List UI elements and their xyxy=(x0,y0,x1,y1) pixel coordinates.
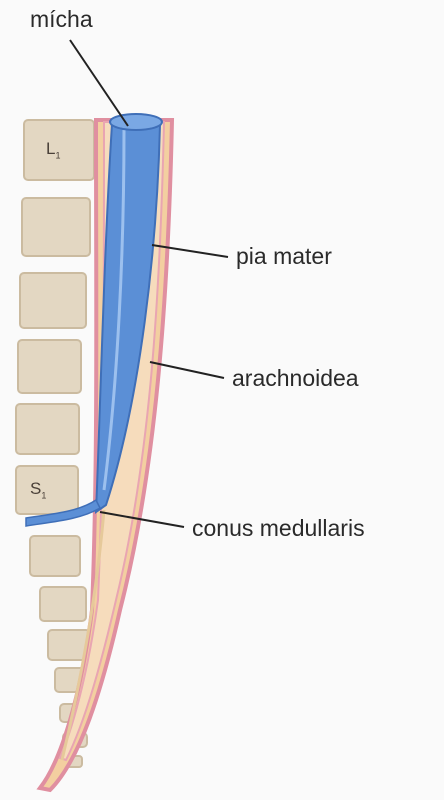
vertebra-s2 xyxy=(30,536,80,576)
vertebra-label-l1: L1 xyxy=(46,140,60,160)
vertebra-label-s1: S1 xyxy=(30,480,46,500)
label-arachnoidea: arachnoidea xyxy=(232,367,359,390)
vertebra-l2 xyxy=(22,198,90,256)
vertebra-s1 xyxy=(16,466,78,514)
cord-cross-section xyxy=(110,114,162,130)
leader-arachnoidea xyxy=(150,362,224,378)
vertebra-l4 xyxy=(18,340,81,393)
vertebra-s3 xyxy=(40,587,86,621)
leader-micha xyxy=(70,40,128,126)
label-conus-medullaris: conus medullaris xyxy=(192,517,365,540)
vertebra-l3 xyxy=(20,273,86,328)
label-spinal-cord: mícha xyxy=(30,8,93,31)
label-pia-mater: pia mater xyxy=(236,245,332,268)
vertebra-l5 xyxy=(16,404,79,454)
